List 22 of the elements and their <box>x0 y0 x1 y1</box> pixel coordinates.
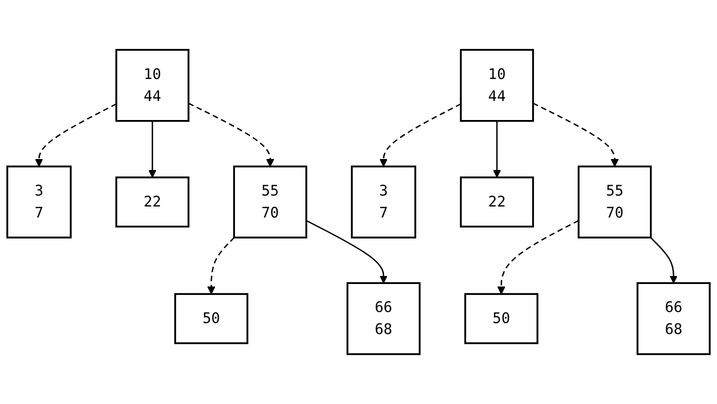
arrow <box>532 102 619 167</box>
node-box: 55 70 <box>233 166 308 238</box>
node-box: 50 <box>464 293 538 344</box>
arrow <box>148 120 156 178</box>
node-box: 3 7 <box>6 166 72 238</box>
node-box: 55 70 <box>578 166 652 238</box>
node-box: 66 68 <box>346 282 421 356</box>
node-box: 50 <box>174 293 248 344</box>
node-box: 22 <box>460 176 534 228</box>
node-box: 10 44 <box>115 48 190 122</box>
node-box: 10 44 <box>460 48 534 122</box>
arrow <box>497 220 579 294</box>
arrow <box>492 120 501 178</box>
arrow <box>188 102 274 167</box>
node-box: 3 7 <box>350 166 416 238</box>
node-box: 66 68 <box>636 282 711 356</box>
arrow <box>35 103 117 167</box>
arrow <box>380 103 462 167</box>
arrow <box>207 237 235 294</box>
arrow <box>306 220 388 284</box>
arrow <box>650 237 678 284</box>
node-box: 22 <box>115 176 190 228</box>
